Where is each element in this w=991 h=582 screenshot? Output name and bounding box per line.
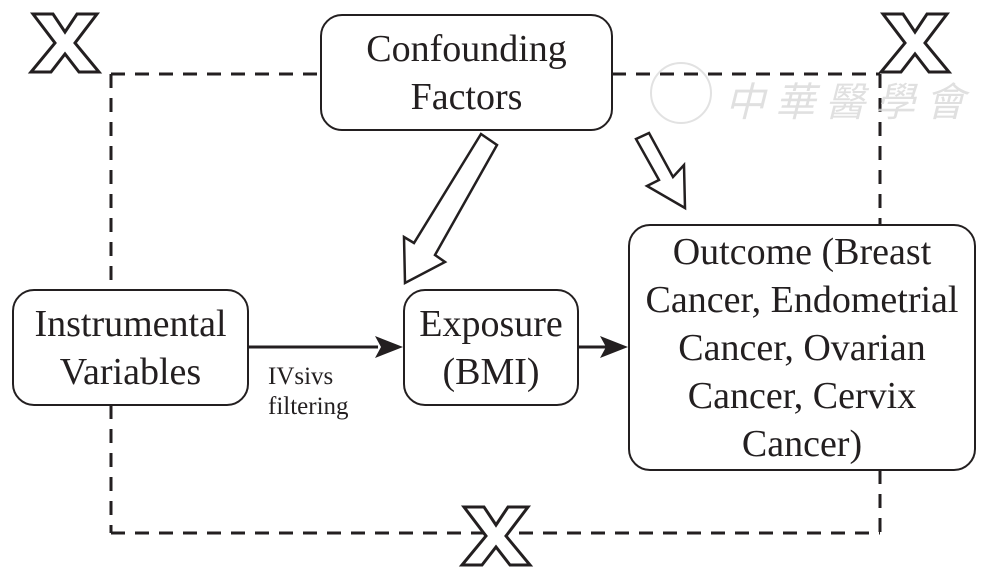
x-mark-icon (27, 12, 103, 74)
watermark-text: 中華醫學會 (725, 80, 975, 125)
node-label-line: Factors (410, 75, 523, 118)
node-label-line: (BMI) (442, 350, 540, 393)
node-label-line: Variables (59, 350, 202, 393)
confounding-factors-node: Confounding Factors (320, 14, 613, 131)
block-arrow-confounding-to-exposure (402, 132, 499, 286)
edge-label-line: filtering (268, 393, 349, 420)
node-label-line: Cancer, Endometrial (645, 278, 959, 321)
watermark-seal-icon (650, 62, 712, 124)
node-label-line: Cancer) (741, 422, 863, 465)
instrumental-variables-node: Instrumental Variables (12, 289, 249, 406)
node-label-line: Confounding (366, 27, 567, 70)
arrowhead-icon (375, 336, 403, 358)
block-arrow-confounding-to-outcome (634, 131, 687, 211)
outcome-node: Outcome (Breast Cancer, Endometrial Canc… (628, 224, 976, 471)
node-label-line: Cancer, Ovarian (678, 326, 926, 369)
node-label-line: Outcome (Breast (672, 230, 932, 273)
arrowhead-icon (600, 336, 628, 358)
x-mark-icon (458, 505, 534, 567)
edge-label-ivsivs-filtering: IVsivs filtering (268, 362, 349, 422)
edge-label-line: IVsivs (268, 363, 334, 390)
node-label-line: Cancer, Cervix (687, 374, 917, 417)
node-label-line: Instrumental (34, 302, 227, 345)
arrow-iv-to-exposure (248, 336, 403, 358)
node-label-line: Exposure (419, 302, 563, 345)
x-mark-icon (877, 12, 953, 74)
arrow-exposure-to-outcome (578, 336, 628, 358)
exposure-node: Exposure (BMI) (403, 289, 579, 406)
